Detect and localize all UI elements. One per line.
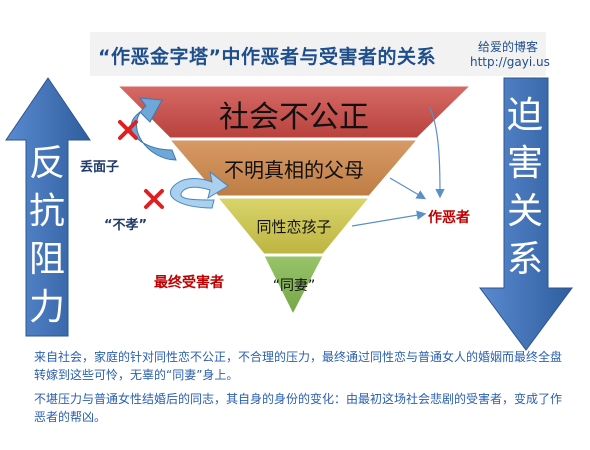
resistance-char: 抗 xyxy=(28,191,65,232)
persecution-char: 系 xyxy=(506,239,543,280)
persecution-text: 迫 害 关 系 xyxy=(502,92,548,284)
pointer-arrow-society xyxy=(429,107,445,199)
blog-name: 给爱的博客 xyxy=(478,40,539,54)
caption-identity-change: 不堪压力与普通女性结婚后的同志，其自身的身份的变化：由最初这场社会悲剧的受害者，… xyxy=(34,392,563,424)
tier-tongqi xyxy=(263,255,324,316)
face-pressure-arrow xyxy=(130,97,177,161)
unfilial-pressure-arrow xyxy=(169,170,229,209)
resistance-char: 力 xyxy=(28,287,65,328)
tier-gay-child xyxy=(216,197,371,255)
title-box xyxy=(90,32,546,76)
tier-label-tongqi: “同妻” xyxy=(272,278,316,294)
tier-parents xyxy=(168,139,419,197)
face-label: 丢面子 xyxy=(80,160,120,175)
tier-label-gay-child: 同性恋孩子 xyxy=(256,218,332,236)
caption-pressure: 来自社会，家庭的针对同性恋不公正，不合理的压力，最终通过同性恋与普通女人的婚姻而… xyxy=(34,350,563,382)
persecution-char: 害 xyxy=(506,143,543,184)
persecution-char: 迫 xyxy=(506,95,543,136)
persecution-arrow xyxy=(479,77,573,351)
resistance-arrow xyxy=(5,77,91,337)
pointer-arrow-child xyxy=(351,210,427,227)
blog-url[interactable]: http://gayi.us xyxy=(470,55,550,69)
pointer-arrow-parents xyxy=(389,177,427,200)
tier-society xyxy=(116,85,472,139)
resistance-text: 反 抗 阻 力 xyxy=(24,140,70,332)
tier-label-parents: 不明真相的父母 xyxy=(224,158,364,182)
tier-label-society: 社会不公正 xyxy=(219,100,369,135)
blocked-x-icon xyxy=(144,189,164,209)
unfilial-label: “不孝” xyxy=(104,218,148,233)
persecution-char: 关 xyxy=(506,191,543,232)
final-victim-label: 最终受害者 xyxy=(154,275,224,291)
diagram-title: “作恶金字塔”中作恶者与受害者的关系 xyxy=(98,46,436,68)
resistance-char: 反 xyxy=(28,143,65,184)
blocked-x-icon xyxy=(118,120,138,140)
evildoer-label: 作恶者 xyxy=(428,210,470,226)
resistance-char: 阻 xyxy=(28,239,65,280)
